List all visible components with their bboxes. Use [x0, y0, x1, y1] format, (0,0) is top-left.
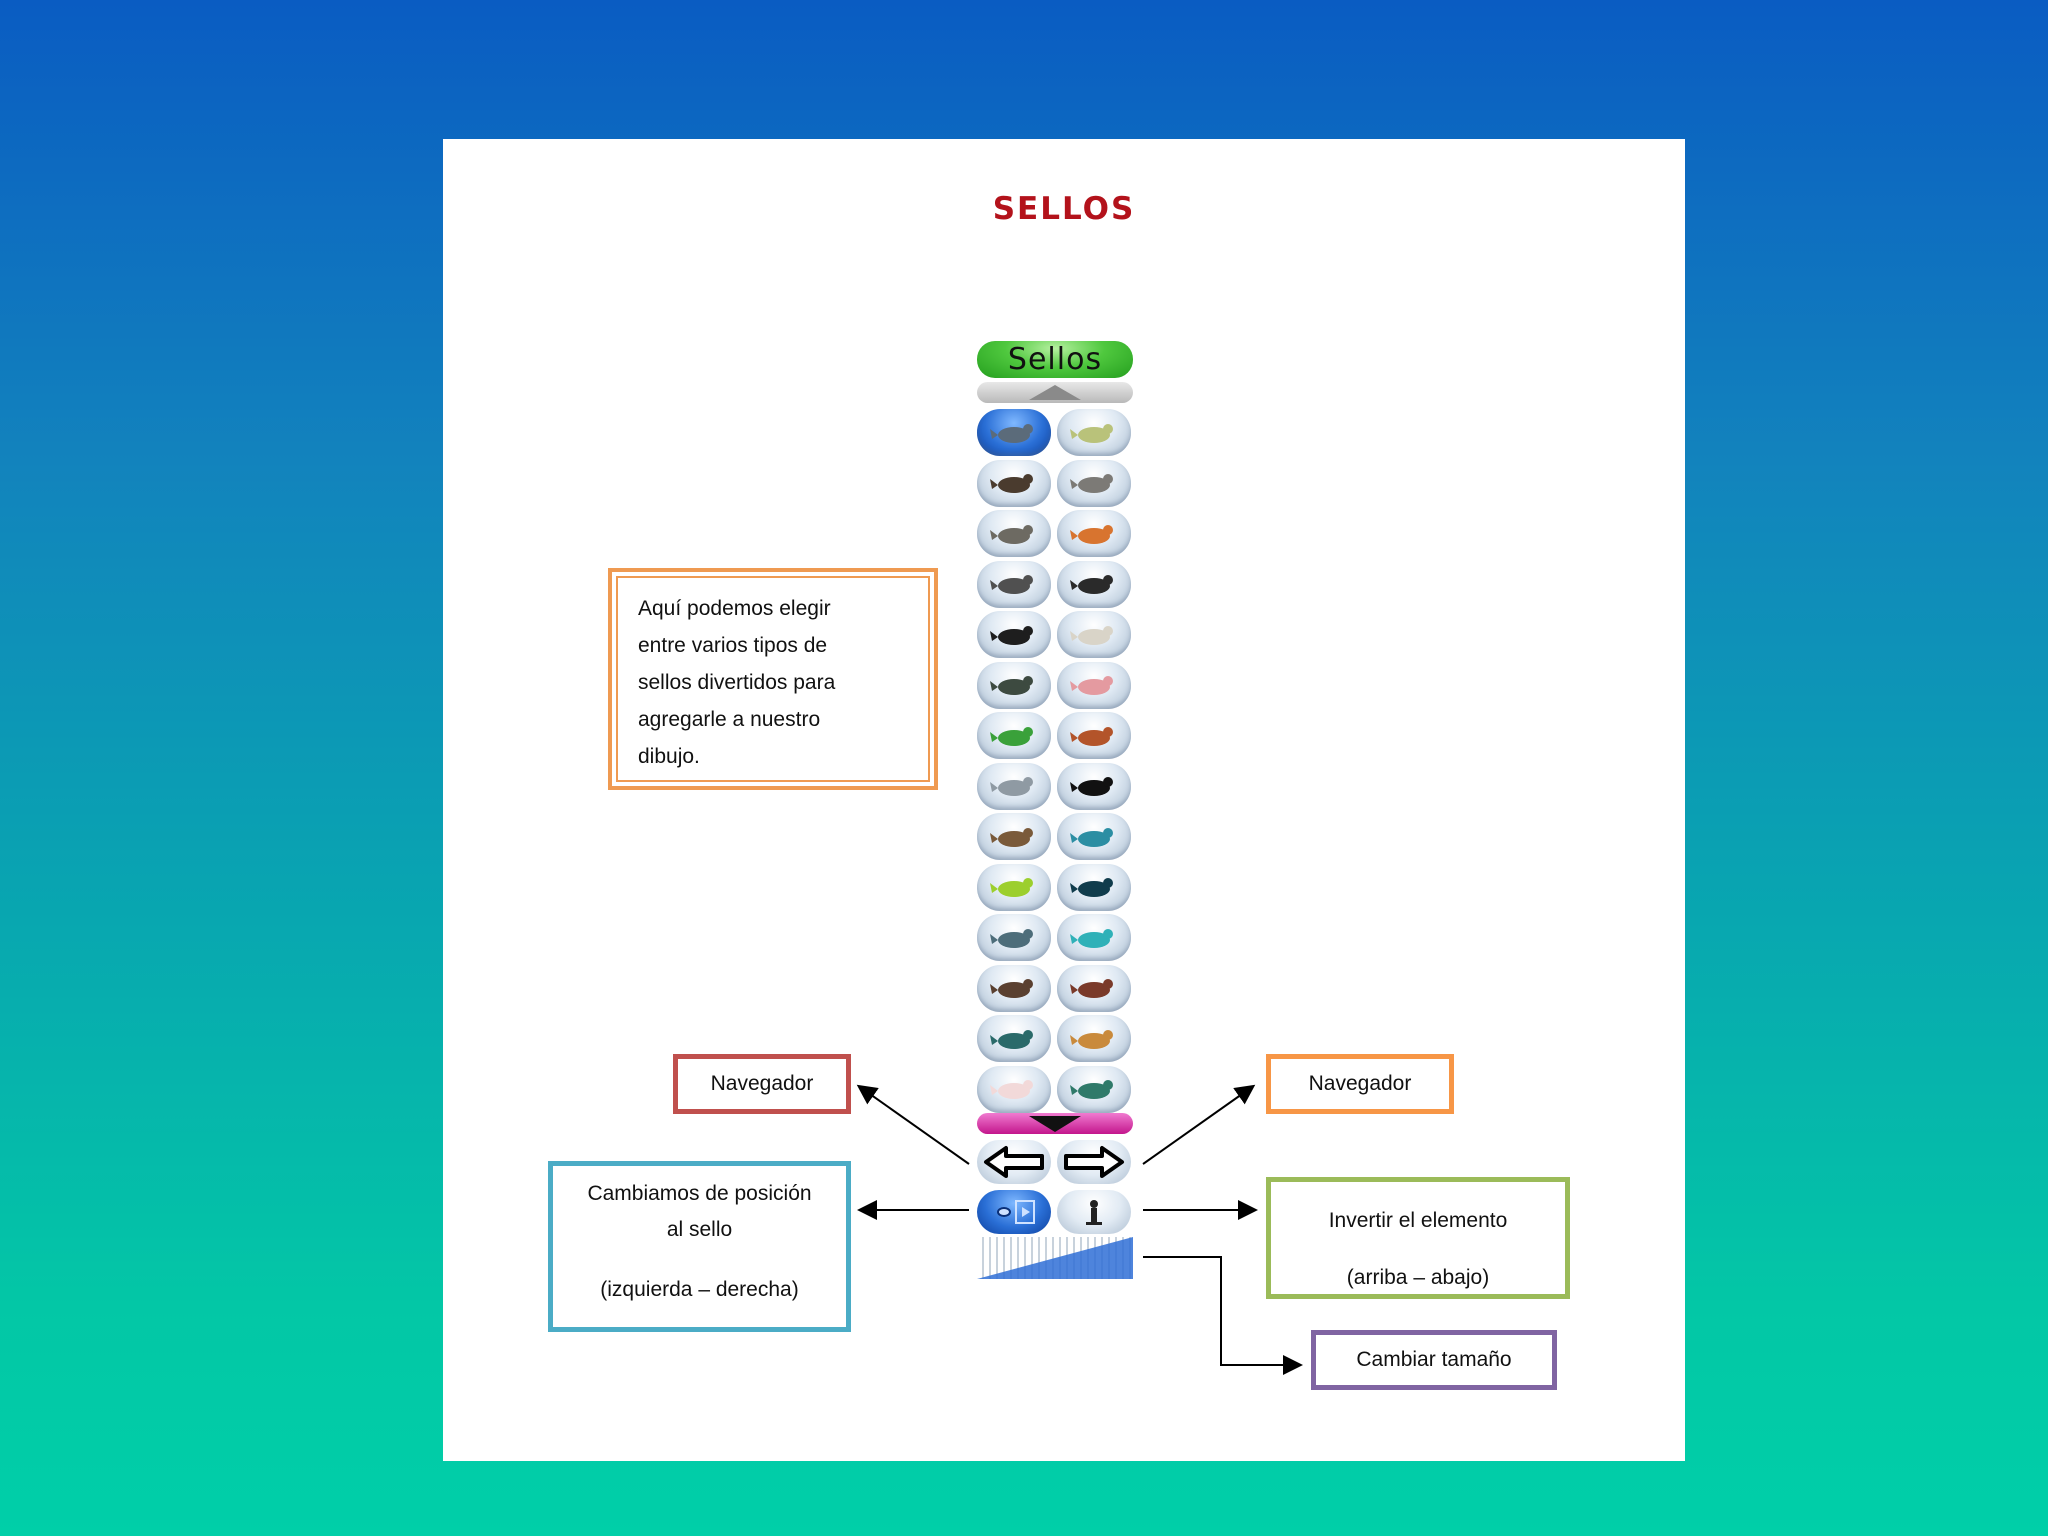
flip-line-1: Invertir el elemento [1328, 1209, 1508, 1232]
puffin-icon [990, 575, 1033, 594]
up-triangle-icon [1029, 385, 1081, 400]
flip-callout: Invertir el elemento (arriba – abajo) [1266, 1177, 1570, 1299]
stamp-button[interactable] [1057, 964, 1131, 1012]
flip-vertical-button[interactable] [1057, 1190, 1131, 1234]
down-triangle-icon [1029, 1116, 1081, 1132]
description-line: sellos divertidos para [638, 671, 836, 694]
bird-flying-icon [990, 423, 1033, 443]
shrimp-icon [1070, 979, 1113, 998]
white-bird-icon [1070, 625, 1113, 645]
teal-fish-icon [1070, 928, 1113, 948]
rooster-icon [1070, 726, 1113, 746]
stamp-button[interactable] [977, 1015, 1051, 1062]
flip-line-2: (arriba – abajo) [1346, 1266, 1490, 1289]
navigator-right-callout: Navegador [1266, 1054, 1454, 1114]
chicken-icon [1070, 524, 1113, 544]
slug-icon [1070, 423, 1113, 443]
stamp-button[interactable] [1057, 813, 1131, 860]
resize-wedge [977, 1237, 1133, 1279]
stamp-button[interactable] [1057, 1065, 1131, 1113]
stamp-button[interactable] [977, 813, 1051, 860]
navigate-left-button[interactable] [977, 1140, 1051, 1184]
description-line: agregarle a nuestro [638, 708, 821, 731]
navigator-left-label: Navegador [710, 1072, 814, 1095]
stork-icon [990, 524, 1033, 544]
penguin-icon [1070, 575, 1113, 594]
stamp-button[interactable] [1057, 459, 1131, 507]
stamp-button[interactable] [977, 863, 1051, 911]
resize-label: Cambiar tamaño [1356, 1348, 1512, 1371]
shark-icon [990, 928, 1033, 948]
stamp-button[interactable] [977, 611, 1051, 658]
left-arrow-icon [984, 1146, 1044, 1178]
stamp-button[interactable] [977, 560, 1051, 608]
spider-icon [990, 979, 1033, 998]
stamp-button[interactable] [1057, 409, 1131, 456]
mirror-icon [997, 1200, 1035, 1224]
eel-icon [990, 1029, 1033, 1049]
palette-title: Sellos [977, 341, 1133, 378]
position-line-3: (izquierda – derecha) [600, 1278, 799, 1301]
stamp-button[interactable] [1057, 762, 1131, 810]
description-text: Aquí podemos elegir entre varios tipos d… [616, 576, 930, 782]
description-line: Aquí podemos elegir [638, 597, 831, 620]
magpie-icon [990, 625, 1033, 645]
nav-right-arrow [1142, 1084, 1256, 1165]
description-callout: Aquí podemos elegir entre varios tipos d… [608, 568, 938, 790]
flip-icon [1086, 1200, 1102, 1225]
stamp-button[interactable] [977, 459, 1051, 507]
heron-icon [990, 777, 1033, 796]
slide: SELLOS Sellos [443, 139, 1685, 1461]
description-line: entre varios tipos de [638, 634, 828, 657]
bear-icon [990, 827, 1033, 847]
stamp-button[interactable] [1057, 611, 1131, 658]
worm-icon [990, 676, 1033, 695]
eagle-icon [990, 474, 1033, 493]
tropical-fish-icon [990, 878, 1033, 897]
stamp-button[interactable] [977, 510, 1051, 557]
mirror-horizontal-button[interactable] [977, 1190, 1051, 1234]
right-arrow-icon [1064, 1146, 1124, 1178]
stamp-button[interactable] [977, 762, 1051, 810]
resize-callout: Cambiar tamaño [1311, 1330, 1557, 1390]
jellyfish-icon [990, 1080, 1033, 1099]
navigator-left-callout: Navegador [673, 1054, 851, 1114]
stamp-button[interactable] [977, 1065, 1051, 1113]
seahorse-icon [1070, 1029, 1113, 1049]
navigate-right-button[interactable] [1057, 1140, 1131, 1184]
resize-slider[interactable] [977, 1237, 1133, 1279]
description-line: dibujo. [638, 745, 700, 768]
position-line-2: al sello [666, 1218, 733, 1241]
stamp-button[interactable] [977, 914, 1051, 961]
stamp-button[interactable] [1057, 1015, 1131, 1062]
stamp-button[interactable] [1057, 661, 1131, 709]
stamp-button[interactable] [1057, 712, 1131, 759]
scroll-up-button[interactable] [977, 382, 1133, 403]
turtle-icon [1070, 1080, 1113, 1099]
position-callout: Cambiamos de posición al sello (izquierd… [548, 1161, 851, 1332]
stamp-button[interactable] [1057, 914, 1131, 961]
parrot-icon [990, 726, 1033, 746]
blue-fish-icon [1070, 827, 1113, 847]
stamp-button[interactable] [1057, 510, 1131, 557]
slide-title: SELLOS [992, 191, 1136, 227]
stamp-button[interactable] [1057, 560, 1131, 608]
stamp-button[interactable] [977, 964, 1051, 1012]
stamp-button[interactable] [977, 712, 1051, 759]
flamingo-icon [1070, 676, 1113, 695]
navigator-right-label: Navegador [1308, 1072, 1412, 1095]
stamp-button[interactable] [977, 661, 1051, 709]
seal-icon [1070, 474, 1113, 493]
tux-penguin-icon [1070, 777, 1113, 796]
nav-left-arrow [856, 1084, 970, 1165]
stamp-button[interactable] [1057, 863, 1131, 911]
dark-fish-icon [1070, 878, 1113, 897]
scroll-down-button[interactable] [977, 1113, 1133, 1134]
position-line-1: Cambiamos de posición [587, 1182, 812, 1205]
stamp-button[interactable] [977, 409, 1051, 456]
